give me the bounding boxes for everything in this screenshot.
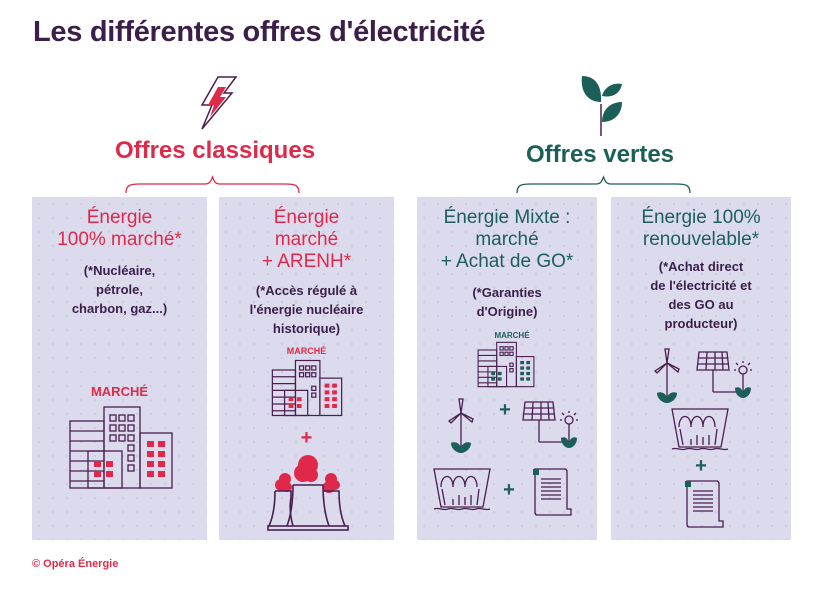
card-title: Énergie 100% renouvelable* [641, 207, 761, 250]
page-title: Les différentes offres d'électricité [33, 16, 486, 48]
nuclear-plant-icon [267, 449, 349, 531]
plus-sign: + [695, 455, 707, 477]
plus-sign: + [300, 427, 313, 449]
certificate-icon [529, 467, 573, 519]
market-buildings-icon [68, 405, 174, 490]
market-buildings-icon [477, 341, 535, 388]
market-label: MARCHÉ [286, 346, 327, 356]
solar-panel-icon [521, 400, 581, 452]
card-title: Énergie Mixte : marché + Achat de GO* [440, 207, 574, 272]
card-energie-100-renouvelable: Énergie 100% renouvelable* (*Achat direc… [611, 197, 791, 540]
hydro-dam-icon [433, 467, 491, 512]
group-title-green: Offres vertes [525, 141, 675, 168]
plant-sprout-icon [578, 74, 628, 136]
copyright-footer: © Opéra Énergie [32, 558, 119, 570]
certificate-icon [681, 479, 725, 531]
card-note: (*Accès régulé à l'énergie nucléaire his… [249, 283, 364, 336]
lightning-bolt-icon [196, 75, 238, 131]
wind-turbine-icon [447, 397, 477, 455]
brace-green [516, 175, 691, 195]
card-note: (*Garanties d'Origine) [472, 285, 542, 319]
group-title-classic: Offres classiques [114, 137, 316, 164]
brace-classic [125, 175, 300, 195]
plus-sign: + [503, 479, 515, 501]
card-energie-marche-arenh: Énergie marché + ARENH* (*Accès régulé à… [219, 197, 394, 540]
solar-panel-icon [695, 350, 755, 402]
card-title: Énergie marché + ARENH* [261, 207, 352, 272]
card-energie-100-marche: Énergie 100% marché* (*Nucléaire, pétrol… [32, 197, 207, 540]
card-energie-mixte: Énergie Mixte : marché + Achat de GO* (*… [417, 197, 597, 540]
card-note: (*Nucléaire, pétrole, charbon, gaz...) [71, 263, 168, 316]
card-title: Énergie 100% marché* [57, 207, 182, 250]
market-label: MARCHÉ [494, 331, 530, 340]
market-buildings-icon [271, 359, 343, 417]
market-label: MARCHÉ [90, 384, 149, 399]
hydro-dam-icon [671, 407, 729, 452]
plus-sign: + [499, 399, 511, 421]
card-note: (*Achat direct de l'électricité et des G… [650, 259, 752, 331]
wind-turbine-icon [653, 347, 683, 405]
